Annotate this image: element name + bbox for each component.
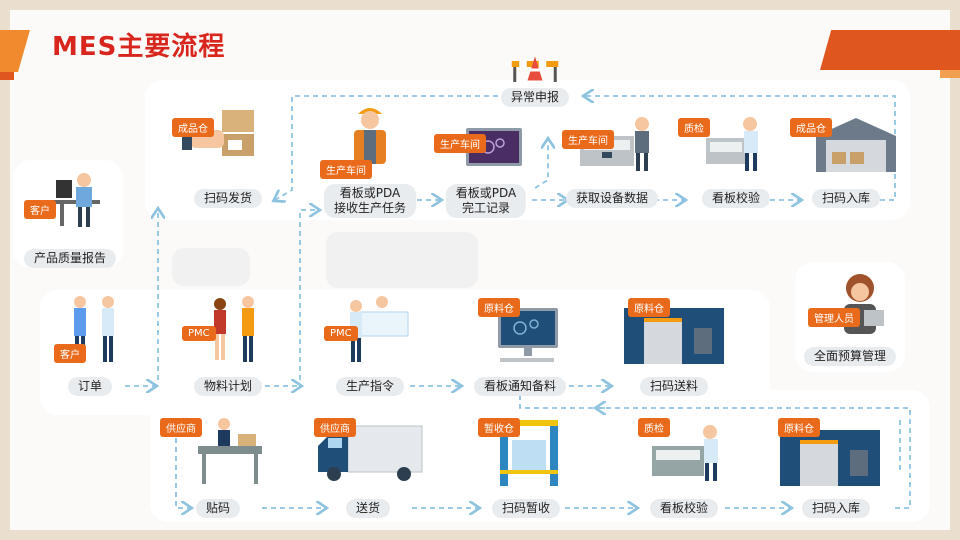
complete-record-text: 看板或PDA 完工记录 (455, 186, 517, 215)
complete-record-node: 生产车间 看板或PDA 完工记录 (426, 100, 546, 218)
label-node: 供应商 贴码 (158, 410, 278, 520)
quality-report-label: 产品质量报告 (23, 249, 117, 268)
complete-record-label: 看板或PDA 完工记录 (445, 184, 527, 218)
scan-temp-node: 暂收仓 扫码暂收 (466, 410, 586, 520)
raw-warehouse-tag: 原料仓 (628, 298, 670, 317)
customer-tag: 客户 (24, 200, 56, 219)
workshop-tag: 生产车间 (434, 134, 486, 153)
order-label: 订单 (67, 377, 113, 396)
computer-icon (498, 308, 558, 362)
page-title: MES主要流程 (52, 32, 226, 62)
corner-decoration-left-small (0, 72, 14, 80)
handshake-icon (74, 296, 114, 362)
manager-tag: 管理人员 (808, 308, 860, 327)
raw-warehouse-icon (780, 430, 880, 486)
exception-report-node: 异常申报 (500, 55, 570, 107)
corner-decoration-right-small (940, 70, 960, 78)
device-data-label: 获取设备数据 (565, 189, 659, 208)
supplier-tag: 供应商 (314, 418, 356, 437)
scan-in-bottom-label: 扫码入库 (801, 499, 871, 518)
temp-warehouse-tag: 暂收仓 (478, 418, 520, 437)
kanban-check-bottom-node: 质检 看板校验 (624, 410, 744, 520)
order-node: 客户 订单 (30, 288, 150, 398)
budget-label: 全面预算管理 (803, 347, 897, 366)
device-data-node: 生产车间 获取设备数据 (552, 100, 672, 210)
kanban-check-top-node: 质检 看板校验 (676, 100, 796, 210)
scan-in-top-label: 扫码入库 (811, 189, 881, 208)
kanban-notify-node: 原料仓 看板通知备料 (460, 288, 580, 398)
production-order-node: PMC 生产指令 (310, 288, 430, 398)
finished-warehouse-tag: 成品仓 (172, 118, 214, 137)
production-order-label: 生产指令 (335, 377, 405, 396)
corner-decoration-right (820, 30, 960, 70)
scan-ship-node: 成品仓 扫码发货 (168, 100, 288, 210)
inspector-icon (706, 117, 758, 171)
kanban-check-bottom-label: 看板校验 (649, 499, 719, 518)
workshop-tag: 生产车间 (562, 130, 614, 149)
label-label: 贴码 (195, 499, 241, 518)
receive-task-label: 看板或PDA 接收生产任务 (323, 184, 417, 218)
scan-in-bottom-node: 原料仓 扫码入库 (776, 410, 896, 520)
raw-warehouse-tag: 原料仓 (778, 418, 820, 437)
raw-warehouse-tag: 原料仓 (478, 298, 520, 317)
office-worker-icon (50, 173, 100, 227)
kanban-notify-label: 看板通知备料 (473, 377, 567, 396)
delivery-label: 送货 (345, 499, 391, 518)
shelf-icon (500, 420, 558, 486)
raw-warehouse-icon (624, 308, 724, 364)
customer-tag: 客户 (54, 344, 86, 363)
budget-node: 管理人员 全面预算管理 (790, 264, 910, 374)
pmc-tag: PMC (182, 326, 216, 341)
conveyor-icon (198, 418, 262, 484)
receive-task-text: 看板或PDA 接收生产任务 (333, 186, 407, 215)
exception-label: 异常申报 (500, 88, 570, 107)
material-plan-node: PMC 物料计划 (168, 288, 288, 398)
warehouse-icon (816, 118, 896, 172)
material-plan-label: 物料计划 (193, 377, 263, 396)
delivery-node: 供应商 送货 (308, 410, 428, 520)
inspector-station-icon (652, 425, 718, 481)
scan-feed-label: 扫码送料 (639, 377, 709, 396)
scan-temp-label: 扫码暂收 (491, 499, 561, 518)
package-scan-icon (182, 110, 254, 156)
workshop-tag: 生产车间 (320, 160, 372, 179)
scan-in-top-node: 成品仓 扫码入库 (786, 100, 906, 210)
receive-task-node: 生产车间 看板或PDA 接收生产任务 (310, 100, 430, 218)
pmc-tag: PMC (324, 326, 358, 341)
supplier-tag: 供应商 (160, 418, 202, 437)
manager-icon (844, 274, 884, 334)
qc-tag: 质检 (678, 118, 710, 137)
placeholder-block (326, 232, 478, 288)
scan-ship-label: 扫码发货 (193, 189, 263, 208)
scan-feed-node: 原料仓 扫码送料 (614, 288, 734, 398)
finished-warehouse-tag: 成品仓 (790, 118, 832, 137)
factory-worker-icon (354, 108, 386, 164)
qc-tag: 质检 (638, 418, 670, 437)
truck-icon (318, 425, 423, 481)
planners-icon (214, 296, 254, 362)
placeholder-block (172, 248, 250, 286)
roadblock-icon (511, 56, 559, 82)
quality-report-node: 客户 产品质量报告 (10, 160, 130, 270)
kanban-check-top-label: 看板校验 (701, 189, 771, 208)
